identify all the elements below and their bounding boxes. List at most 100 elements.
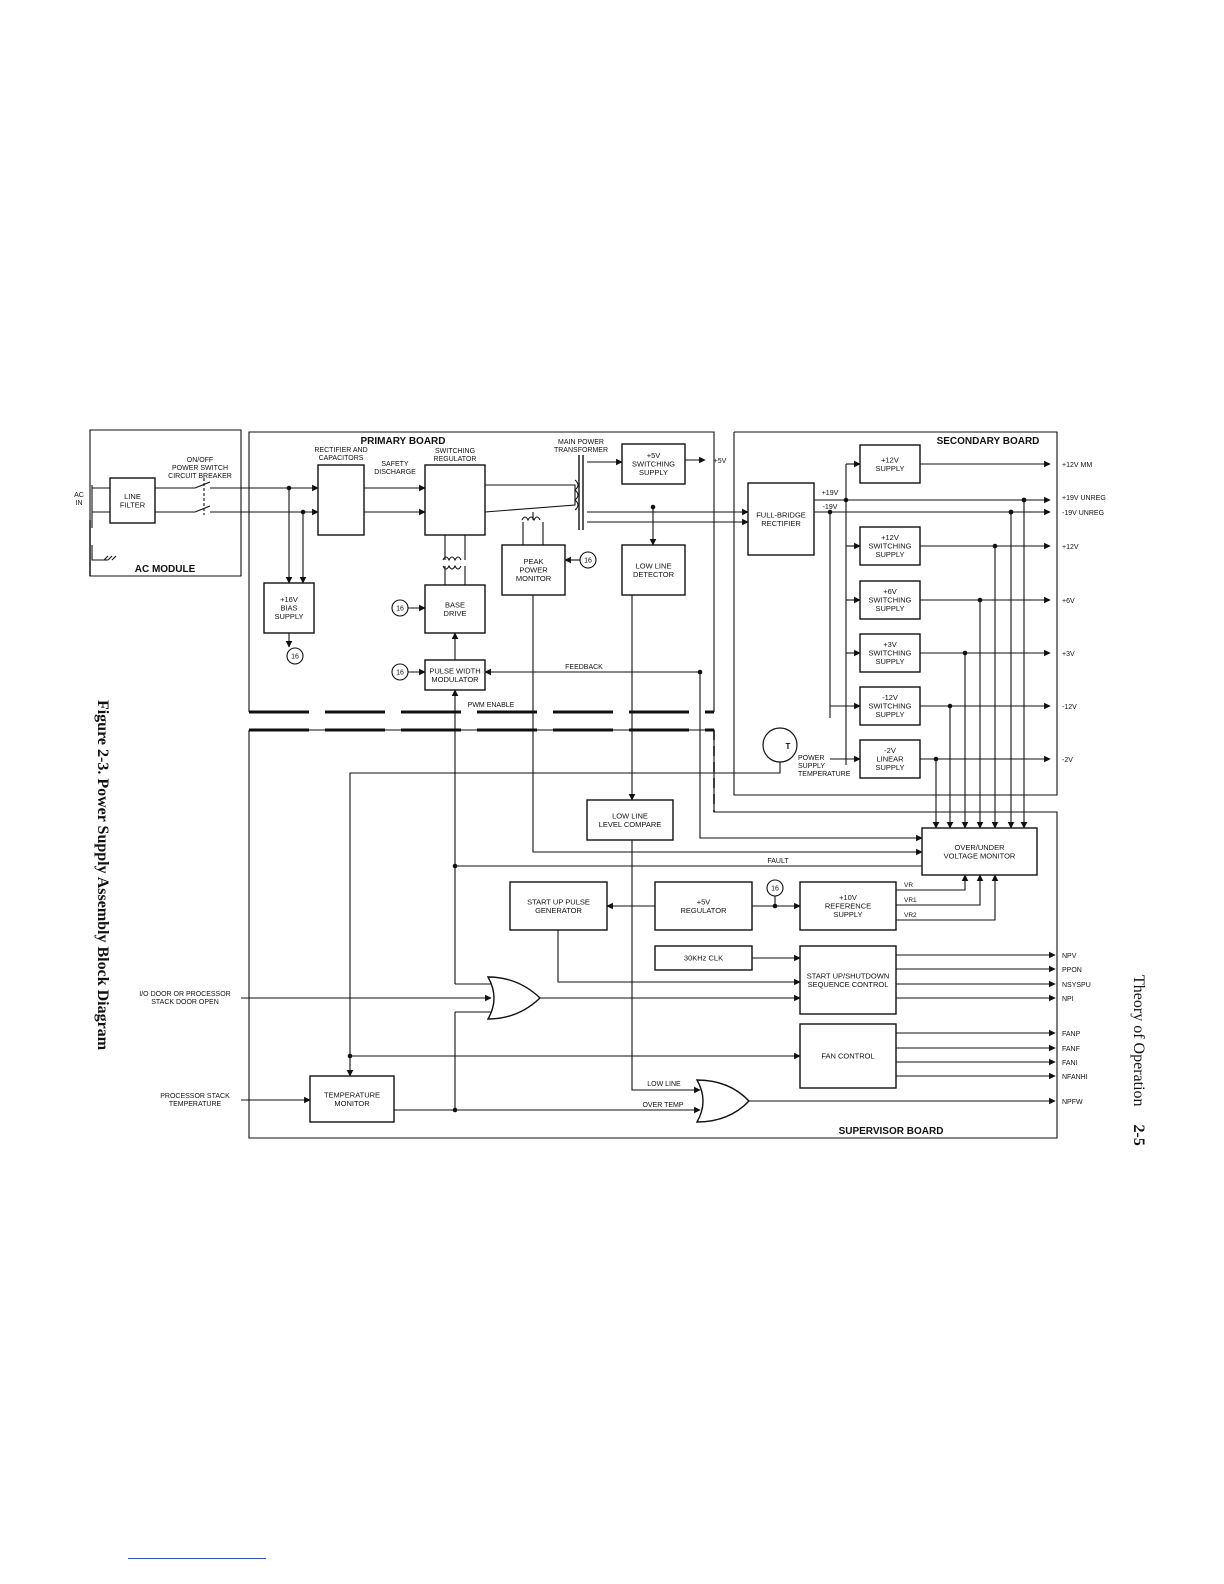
processor-temp-label-line-1: TEMPERATURE bbox=[169, 1101, 222, 1108]
low-line-detector-block-label-line-1: DETECTOR bbox=[633, 570, 675, 579]
peak-power-monitor-block-label-line-0: PEAK bbox=[523, 557, 543, 566]
full-bridge-rectifier-block bbox=[747, 482, 815, 556]
plus6-switching-supply-block-label-line-0: +6V bbox=[883, 587, 897, 596]
peak-power-monitor-block bbox=[501, 544, 566, 596]
plus5v-label: +5V bbox=[714, 458, 727, 465]
onoff-switch-label-line-0: ON/OFF bbox=[187, 457, 213, 464]
running-header-section: Theory of Operation bbox=[1130, 975, 1147, 1107]
fan-out-label-3: NFANHI bbox=[1062, 1074, 1088, 1081]
out-19v-unreg-pos: +19V UNREG bbox=[1062, 495, 1106, 502]
startup-to-seq bbox=[557, 930, 801, 986]
io-door-label-line-1: STACK DOOR OPEN bbox=[151, 999, 219, 1006]
out-19v-unreg-neg: -19V UNREG bbox=[1062, 510, 1104, 517]
plus3-switching-supply-block-label-line-0: +3V bbox=[883, 640, 897, 649]
fan-control-block-label: FAN CONTROL bbox=[821, 1052, 874, 1061]
switching-regulator-label-line-0: SWITCHING bbox=[435, 448, 475, 455]
figure-caption: Figure 2-3. Power Supply Assembly Block … bbox=[94, 699, 111, 1051]
over-temp-label: OVER TEMP bbox=[642, 1102, 683, 1109]
line-filter-block-label-line-1: FILTER bbox=[120, 500, 146, 509]
feedback-to-ouv bbox=[699, 672, 923, 842]
temperature-monitor-block-label-line-1: MONITOR bbox=[334, 1099, 370, 1108]
reg-to-transformer bbox=[484, 484, 576, 513]
switch-blade-2 bbox=[194, 505, 211, 513]
base-drive-block-label-line-0: BASE bbox=[445, 600, 465, 609]
full-bridge-rectifier-block-label-line-1: RECTIFIER bbox=[761, 519, 801, 528]
seq-out-label-0: NPV bbox=[1062, 953, 1077, 960]
io-door-label-line-0: I/O DOOR OR PROCESSOR bbox=[139, 991, 230, 998]
rectifier-capacitors-label-line-1: CAPACITORS bbox=[319, 455, 364, 462]
clk-block-label: 30KHz CLK bbox=[684, 954, 723, 963]
ref-16-circle bbox=[766, 879, 784, 897]
peak-power-monitor-block-label-line-1: POWER bbox=[519, 566, 548, 575]
plus6-switching-supply-block bbox=[859, 580, 921, 620]
running-header-page: 2-5 bbox=[1130, 1124, 1147, 1146]
reg5-block bbox=[654, 881, 753, 931]
feedback-label: FEEDBACK bbox=[565, 664, 603, 671]
bias-supply-block-label-line-1: BIAS bbox=[280, 604, 297, 613]
out-secondary-7: -2V bbox=[1062, 757, 1073, 764]
ps-temperature-label-line-2: TEMPERATURE bbox=[798, 771, 851, 778]
base-drive-block bbox=[424, 584, 486, 634]
ref10-block-label-line-1: REFERENCE bbox=[825, 902, 871, 911]
door-or-gate bbox=[486, 976, 542, 1020]
ref-16-circle bbox=[579, 551, 597, 569]
thermistor-symbol bbox=[762, 727, 798, 763]
vr-line-2 bbox=[896, 874, 999, 921]
low-line-detector-block-label-line-0: LOW LINE bbox=[636, 561, 672, 570]
low-line-compare-block-label-line-0: LOW LINE bbox=[612, 811, 648, 820]
ref-16-circle bbox=[391, 663, 409, 681]
low-line-detector-block bbox=[621, 544, 686, 596]
m19v-label: -19V bbox=[823, 504, 838, 511]
minus12-switching-supply-block-label-line-2: SUPPLY bbox=[875, 710, 904, 719]
plus3-switching-supply-block-label-line-1: SWITCHING bbox=[869, 649, 912, 658]
low-line-label: LOW LINE bbox=[647, 1081, 681, 1088]
ref10-block-label-line-2: SUPPLY bbox=[833, 910, 862, 919]
plus6-switching-supply-block-label-line-2: SUPPLY bbox=[875, 604, 904, 613]
plus5-switching-supply-block-label-line-2: SUPPLY bbox=[639, 468, 668, 477]
ref-16-text: 16 bbox=[771, 886, 779, 893]
sequence-control-block-label-line-1: SEQUENCE CONTROL bbox=[808, 980, 889, 989]
vr-label-2: VR2 bbox=[904, 912, 917, 919]
ac-in-label-line-1: IN bbox=[76, 500, 83, 507]
minus2-linear-supply-block-label-line-1: LINEAR bbox=[876, 755, 904, 764]
ref-16-circle bbox=[286, 647, 304, 665]
supervisor-board-title: SUPERVISOR BOARD bbox=[839, 1126, 944, 1137]
plus3-switching-supply-block bbox=[859, 633, 921, 673]
clk-block bbox=[654, 945, 753, 971]
safety-discharge-label-line-0: SAFETY bbox=[381, 461, 409, 468]
safety-discharge-label-line-1: DISCHARGE bbox=[374, 469, 416, 476]
ref-16-text: 16 bbox=[291, 654, 299, 661]
ps-temperature-label-line-0: POWER bbox=[798, 755, 824, 762]
ac-in-label-line-0: AC bbox=[74, 492, 84, 499]
base-drive-block-label-line-1: DRIVE bbox=[444, 609, 467, 618]
temperature-monitor-block-label-line-0: TEMPERATURE bbox=[324, 1090, 380, 1099]
ref-16-text: 16 bbox=[396, 606, 404, 613]
minus12-switching-supply-block-label-line-1: SWITCHING bbox=[869, 702, 912, 711]
npfw-label: NPFW bbox=[1062, 1099, 1083, 1106]
pwm-block-label-line-0: PULSE WIDTH bbox=[429, 666, 480, 675]
sequence-control-block-label-line-0: START UP/SHUTDOWN bbox=[807, 971, 890, 980]
plus5-switching-supply-block bbox=[621, 443, 686, 485]
low-line-compare-block bbox=[586, 799, 674, 841]
rectifier-capacitors-label-line-0: RECTIFIER AND bbox=[314, 447, 367, 454]
npfw-or-gate bbox=[695, 1079, 750, 1123]
plus12-switching-supply-block-label-line-1: SWITCHING bbox=[869, 542, 912, 551]
plus12-supply-block-label-line-1: SUPPLY bbox=[875, 464, 904, 473]
pwm-block bbox=[424, 659, 486, 691]
out-secondary-4: +6V bbox=[1062, 598, 1075, 605]
out-secondary-5: +3V bbox=[1062, 651, 1075, 658]
fault-label: FAULT bbox=[767, 858, 789, 865]
junction-dot bbox=[452, 1107, 458, 1113]
vr-label-1: VR1 bbox=[904, 897, 917, 904]
reg5-block-label-line-0: +5V bbox=[697, 897, 711, 906]
ps-temp-line bbox=[346, 762, 781, 1077]
fan-control-block bbox=[799, 1023, 897, 1089]
seq-out-label-1: PPON bbox=[1062, 967, 1082, 974]
plus12-switching-supply-block-label-line-2: SUPPLY bbox=[875, 550, 904, 559]
ref-16-circle bbox=[391, 599, 409, 617]
minus12-switching-supply-block bbox=[859, 686, 921, 726]
earth-wire bbox=[91, 545, 108, 561]
primary-board-title: PRIMARY BOARD bbox=[360, 436, 445, 447]
ref-16-text: 16 bbox=[396, 670, 404, 677]
